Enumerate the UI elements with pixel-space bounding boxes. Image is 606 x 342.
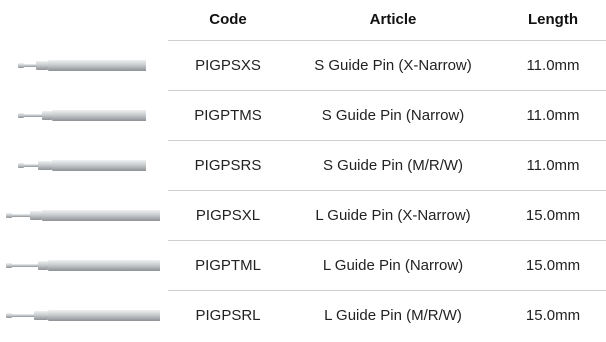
header-code: Code <box>209 11 247 28</box>
row-divider <box>168 40 606 41</box>
cell-length: 11.0mm <box>526 107 580 124</box>
guide-pin-long-icon <box>0 191 168 240</box>
table-row: PIGPSRS S Guide Pin (M/R/W) 11.0mm <box>0 140 606 190</box>
guide-pin-short-icon <box>0 91 168 140</box>
row-divider <box>168 90 606 91</box>
cell-article: L Guide Pin (X-Narrow) <box>315 207 471 224</box>
guide-pin-long-icon <box>0 241 168 290</box>
header-length: Length <box>528 11 578 28</box>
row-divider <box>168 240 606 241</box>
cell-code: PIGPSXL <box>195 207 261 224</box>
cell-article: S Guide Pin (M/R/W) <box>322 157 464 174</box>
cell-code: PIGPSRL <box>195 307 261 324</box>
table-row: PIGPTMS S Guide Pin (Narrow) 11.0mm <box>0 90 606 140</box>
cell-code: PIGPSXS <box>195 57 261 74</box>
cell-article: L Guide Pin (M/R/W) <box>324 307 462 324</box>
cell-length: 11.0mm <box>526 57 580 74</box>
table-row: PIGPSXL L Guide Pin (X-Narrow) 15.0mm <box>0 190 606 240</box>
table-row: PIGPSRL L Guide Pin (M/R/W) 15.0mm <box>0 290 606 340</box>
guide-pin-short-icon <box>0 141 168 190</box>
guide-pin-short-icon <box>0 41 168 90</box>
row-divider <box>168 140 606 141</box>
cell-length: 15.0mm <box>525 257 581 274</box>
header-article: Article <box>369 11 417 28</box>
cell-code: PIGPSRS <box>194 157 262 174</box>
cell-article: S Guide Pin (X-Narrow) <box>314 57 472 74</box>
row-divider <box>168 190 606 191</box>
table-header-row: Code Article Length <box>0 0 606 40</box>
row-divider <box>168 290 606 291</box>
cell-length: 15.0mm <box>525 207 581 224</box>
table-row: PIGPTML L Guide Pin (Narrow) 15.0mm <box>0 240 606 290</box>
table-row: PIGPSXS S Guide Pin (X-Narrow) 11.0mm <box>0 40 606 90</box>
cell-code: PIGPTML <box>195 257 261 274</box>
cell-length: 15.0mm <box>525 307 581 324</box>
cell-article: L Guide Pin (Narrow) <box>322 257 464 274</box>
guide-pin-long-icon <box>0 291 168 340</box>
cell-article: S Guide Pin (Narrow) <box>321 107 465 124</box>
cell-length: 11.0mm <box>526 157 580 174</box>
cell-code: PIGPTMS <box>194 107 262 124</box>
